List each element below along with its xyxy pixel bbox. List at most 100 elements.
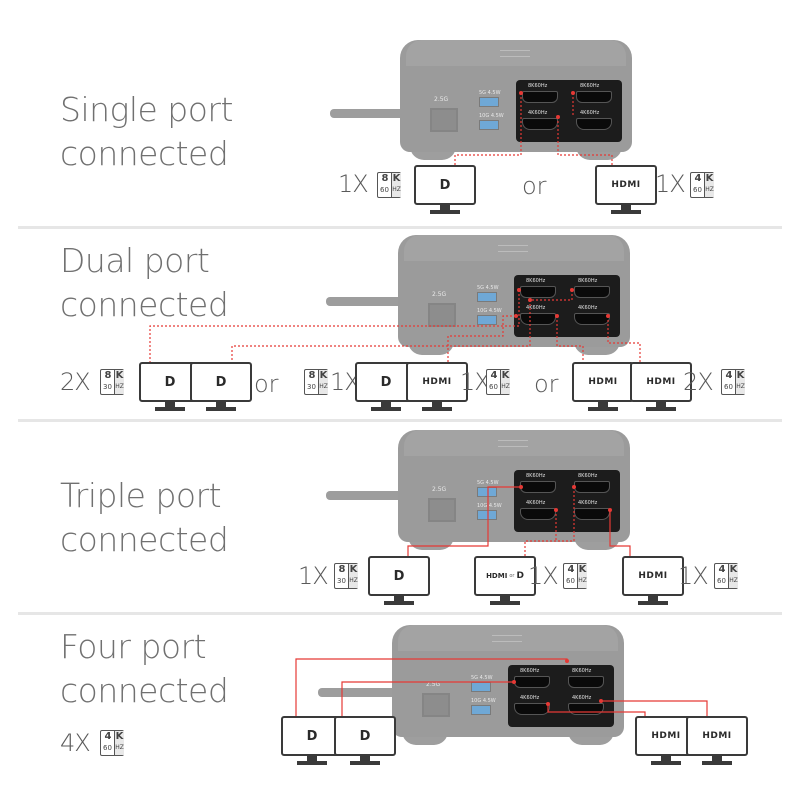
title-line: Dual port bbox=[60, 241, 210, 280]
usb-a-port-icon bbox=[477, 487, 497, 497]
hdmi-port-icon bbox=[574, 313, 610, 325]
displayport-icon: D bbox=[359, 728, 371, 744]
title-line: connected bbox=[60, 671, 229, 710]
port-label: 4K60Hz bbox=[572, 695, 592, 701]
usb-label: 10G 4.5W bbox=[471, 698, 496, 704]
badge-unit: K bbox=[115, 731, 124, 742]
usb-c-cable bbox=[330, 109, 410, 118]
section-title-single: Single port connected bbox=[60, 88, 233, 176]
badge-refresh: 60 bbox=[489, 383, 498, 391]
title-line: connected bbox=[60, 285, 229, 324]
monitor-hdmi: HDMI bbox=[572, 362, 634, 411]
title-line: Four port bbox=[60, 627, 207, 666]
video-port-panel: 8K60Hz 8K60Hz 4K60Hz 4K60Hz bbox=[516, 80, 622, 142]
usb-label: 5G 4.5W bbox=[477, 285, 499, 291]
displayport-port-icon bbox=[520, 286, 556, 298]
usb-label: 5G 4.5W bbox=[477, 480, 499, 486]
displayport-icon: D bbox=[380, 374, 392, 390]
hdmi-port-icon bbox=[568, 703, 604, 715]
hdmi-port-icon bbox=[574, 508, 610, 520]
multiplier: 1X bbox=[655, 170, 686, 198]
or-label: or bbox=[509, 573, 515, 579]
multiplier: 1X bbox=[528, 562, 559, 590]
displayport-port-icon bbox=[574, 481, 610, 493]
badge-sub: HZ bbox=[729, 577, 738, 584]
multiplier: 2X bbox=[683, 368, 714, 396]
port-label: 4K60Hz bbox=[580, 110, 600, 116]
port-label: 8K60Hz bbox=[578, 473, 598, 479]
badge-resolution: 8 bbox=[338, 564, 346, 575]
dock-logo bbox=[498, 245, 528, 252]
badge-resolution: 8 bbox=[381, 173, 389, 184]
displayport-icon: D bbox=[164, 374, 176, 390]
displayport-port-icon bbox=[522, 91, 558, 103]
badge-refresh: 30 bbox=[337, 577, 346, 585]
ethernet-label: 2.5G bbox=[426, 681, 441, 688]
displayport-icon: D bbox=[393, 568, 405, 584]
video-port-panel: 8K60Hz 8K60Hz 4K60Hz 4K60Hz bbox=[514, 470, 620, 532]
badge-sub: HZ bbox=[349, 577, 358, 584]
badge-sub: HZ bbox=[578, 577, 587, 584]
usb-a-port-icon bbox=[477, 510, 497, 520]
hdmi-icon: HDMI bbox=[638, 571, 668, 581]
docking-station: 2.5G 5G 4.5W 10G 4.5W 8K60Hz 8K60Hz 4K60… bbox=[392, 625, 624, 753]
video-port-panel: 8K60Hz 8K60Hz 4K60Hz 4K60Hz bbox=[514, 275, 620, 337]
displayport-port-icon bbox=[520, 481, 556, 493]
docking-station: 2.5G 5G 4.5W 10G 4.5W 8K60Hz 8K60Hz 4K60… bbox=[400, 40, 632, 168]
badge-resolution: 4 bbox=[694, 173, 702, 184]
docking-station: 2.5G 5G 4.5W 10G 4.5W 8K60Hz 8K60Hz 4K60… bbox=[398, 235, 630, 363]
docking-station: 2.5G 5G 4.5W 10G 4.5W 8K60Hz 8K60Hz 4K60… bbox=[398, 430, 630, 558]
badge-unit: K bbox=[736, 370, 745, 381]
port-label: 8K60Hz bbox=[526, 278, 546, 284]
usb-a-port-icon bbox=[477, 292, 497, 302]
dock-top bbox=[404, 430, 624, 456]
dock-logo bbox=[498, 440, 528, 447]
title-line: Single port bbox=[60, 90, 233, 129]
badge-refresh: 60 bbox=[693, 186, 702, 194]
usb-label: 10G 4.5W bbox=[479, 113, 504, 119]
badge-unit: K bbox=[501, 370, 510, 381]
title-line: connected bbox=[60, 520, 229, 559]
usb-label: 10G 4.5W bbox=[477, 308, 502, 314]
port-label: 8K60Hz bbox=[520, 668, 540, 674]
title-line: Triple port bbox=[60, 476, 222, 515]
monitor-hdmi: HDMI bbox=[406, 362, 468, 411]
hdmi-port-icon bbox=[520, 508, 556, 520]
badge-unit: K bbox=[115, 370, 124, 381]
badge-refresh: 60 bbox=[380, 186, 389, 194]
video-port-panel: 8K60Hz 8K60Hz 4K60Hz 4K60Hz bbox=[508, 665, 614, 727]
badge-refresh: 60 bbox=[103, 744, 112, 752]
badge-sub: HZ bbox=[115, 744, 124, 751]
usb-a-port-icon bbox=[479, 97, 499, 107]
or-separator: or bbox=[254, 370, 279, 398]
badge-resolution: 4 bbox=[104, 731, 112, 742]
ethernet-port-icon bbox=[430, 108, 458, 132]
monitor-hdmi: HDMI bbox=[595, 165, 657, 214]
badge-sub: HZ bbox=[501, 383, 510, 390]
monitor-displayport: D bbox=[368, 556, 430, 605]
badge-unit: K bbox=[392, 173, 401, 184]
usb-a-port-icon bbox=[471, 705, 491, 715]
multiplier: 2X bbox=[60, 368, 91, 396]
ethernet-label: 2.5G bbox=[434, 96, 449, 103]
monitor-hdmi: HDMI bbox=[622, 556, 684, 605]
dock-logo bbox=[500, 50, 530, 57]
port-label: 8K60Hz bbox=[528, 83, 548, 89]
multiplier: 4X bbox=[60, 729, 91, 757]
usb-a-port-icon bbox=[471, 682, 491, 692]
hdmi-port-icon bbox=[514, 703, 550, 715]
badge-sub: HZ bbox=[705, 186, 714, 193]
hdmi-port-icon bbox=[522, 118, 558, 130]
hdmi-port-icon bbox=[576, 118, 612, 130]
section-title-triple: Triple port connected bbox=[60, 474, 229, 562]
hdmi-icon: HDMI bbox=[486, 572, 508, 580]
multiplier: 1X bbox=[460, 368, 491, 396]
title-line: connected bbox=[60, 134, 229, 173]
